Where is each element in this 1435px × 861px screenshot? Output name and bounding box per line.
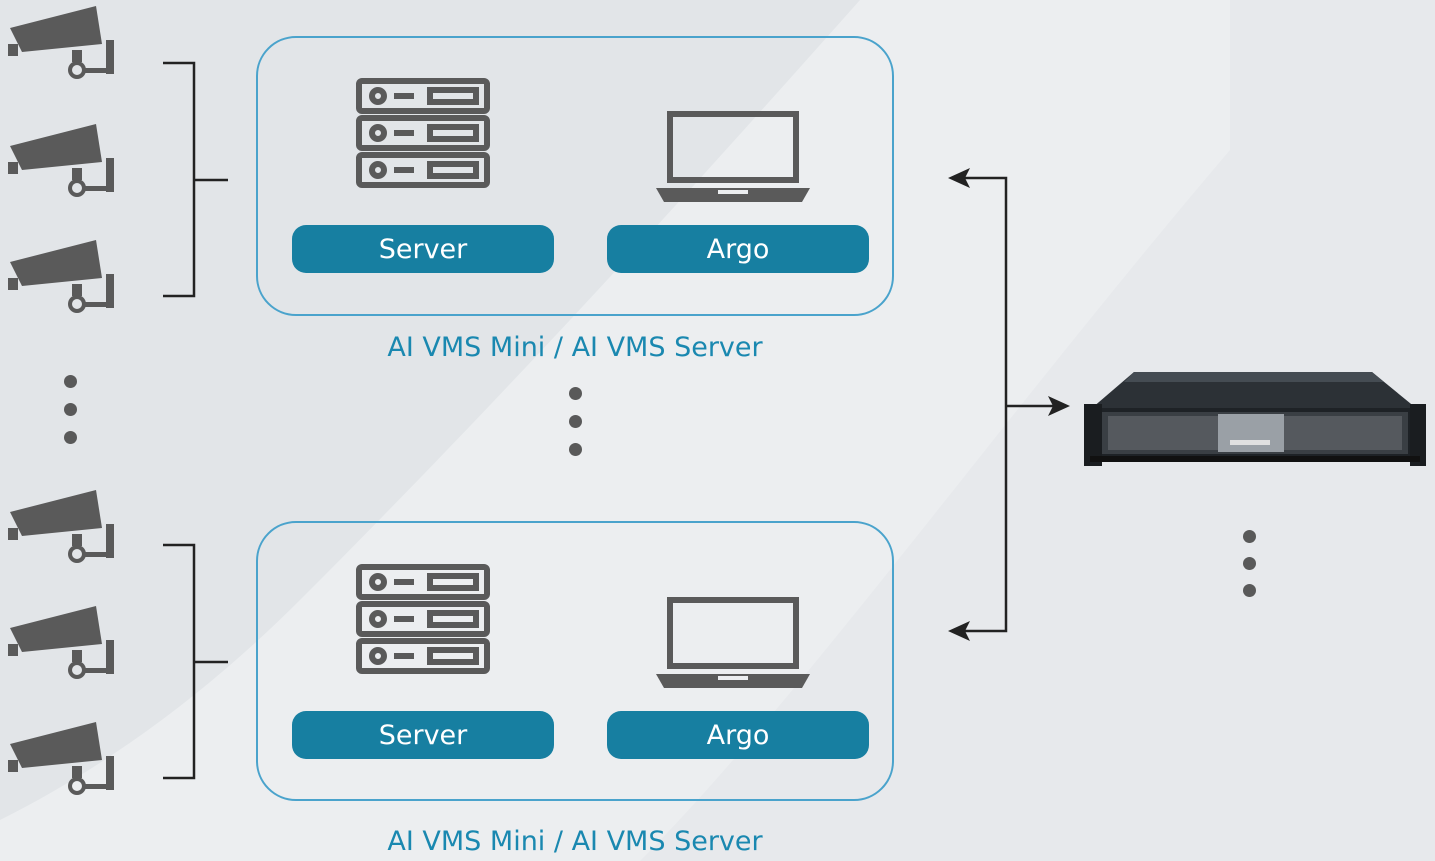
ellipsis-dot [569,443,582,456]
security-camera-icon [6,722,118,800]
argo-label-pill: Argo [607,711,869,759]
ellipsis-dot [1243,530,1256,543]
vms-node-box [256,521,894,801]
security-camera-icon [6,6,118,84]
arrowhead-top [948,168,970,188]
security-camera-icon [6,490,118,568]
ellipsis-dot [569,415,582,428]
arrowhead-right [1048,396,1070,416]
vms-node-box [256,36,894,316]
ellipsis-dot [64,403,77,416]
return-line [960,176,1008,633]
camera-bracket-top [163,61,196,298]
ellipsis-dot [1243,584,1256,597]
ellipsis-dot [64,375,77,388]
security-camera-icon [6,606,118,684]
node-caption: AI VMS Mini / AI VMS Server [387,332,763,363]
security-camera-icon [6,240,118,318]
ellipsis-dot [569,387,582,400]
server-label-pill: Server [292,711,554,759]
rack-server-appliance [1084,368,1428,472]
camera-bracket-bottom [163,543,196,780]
server-rack-icon [356,78,490,190]
security-camera-icon [6,124,118,202]
server-label-pill: Server [292,225,554,273]
arrowhead-bottom [948,621,970,641]
node-caption: AI VMS Mini / AI VMS Server [387,826,763,857]
ellipsis-dot [1243,557,1256,570]
laptop-icon [654,596,812,688]
server-rack-icon [356,564,490,676]
argo-label-pill: Argo [607,225,869,273]
ellipsis-dot [64,431,77,444]
laptop-icon [654,110,812,202]
